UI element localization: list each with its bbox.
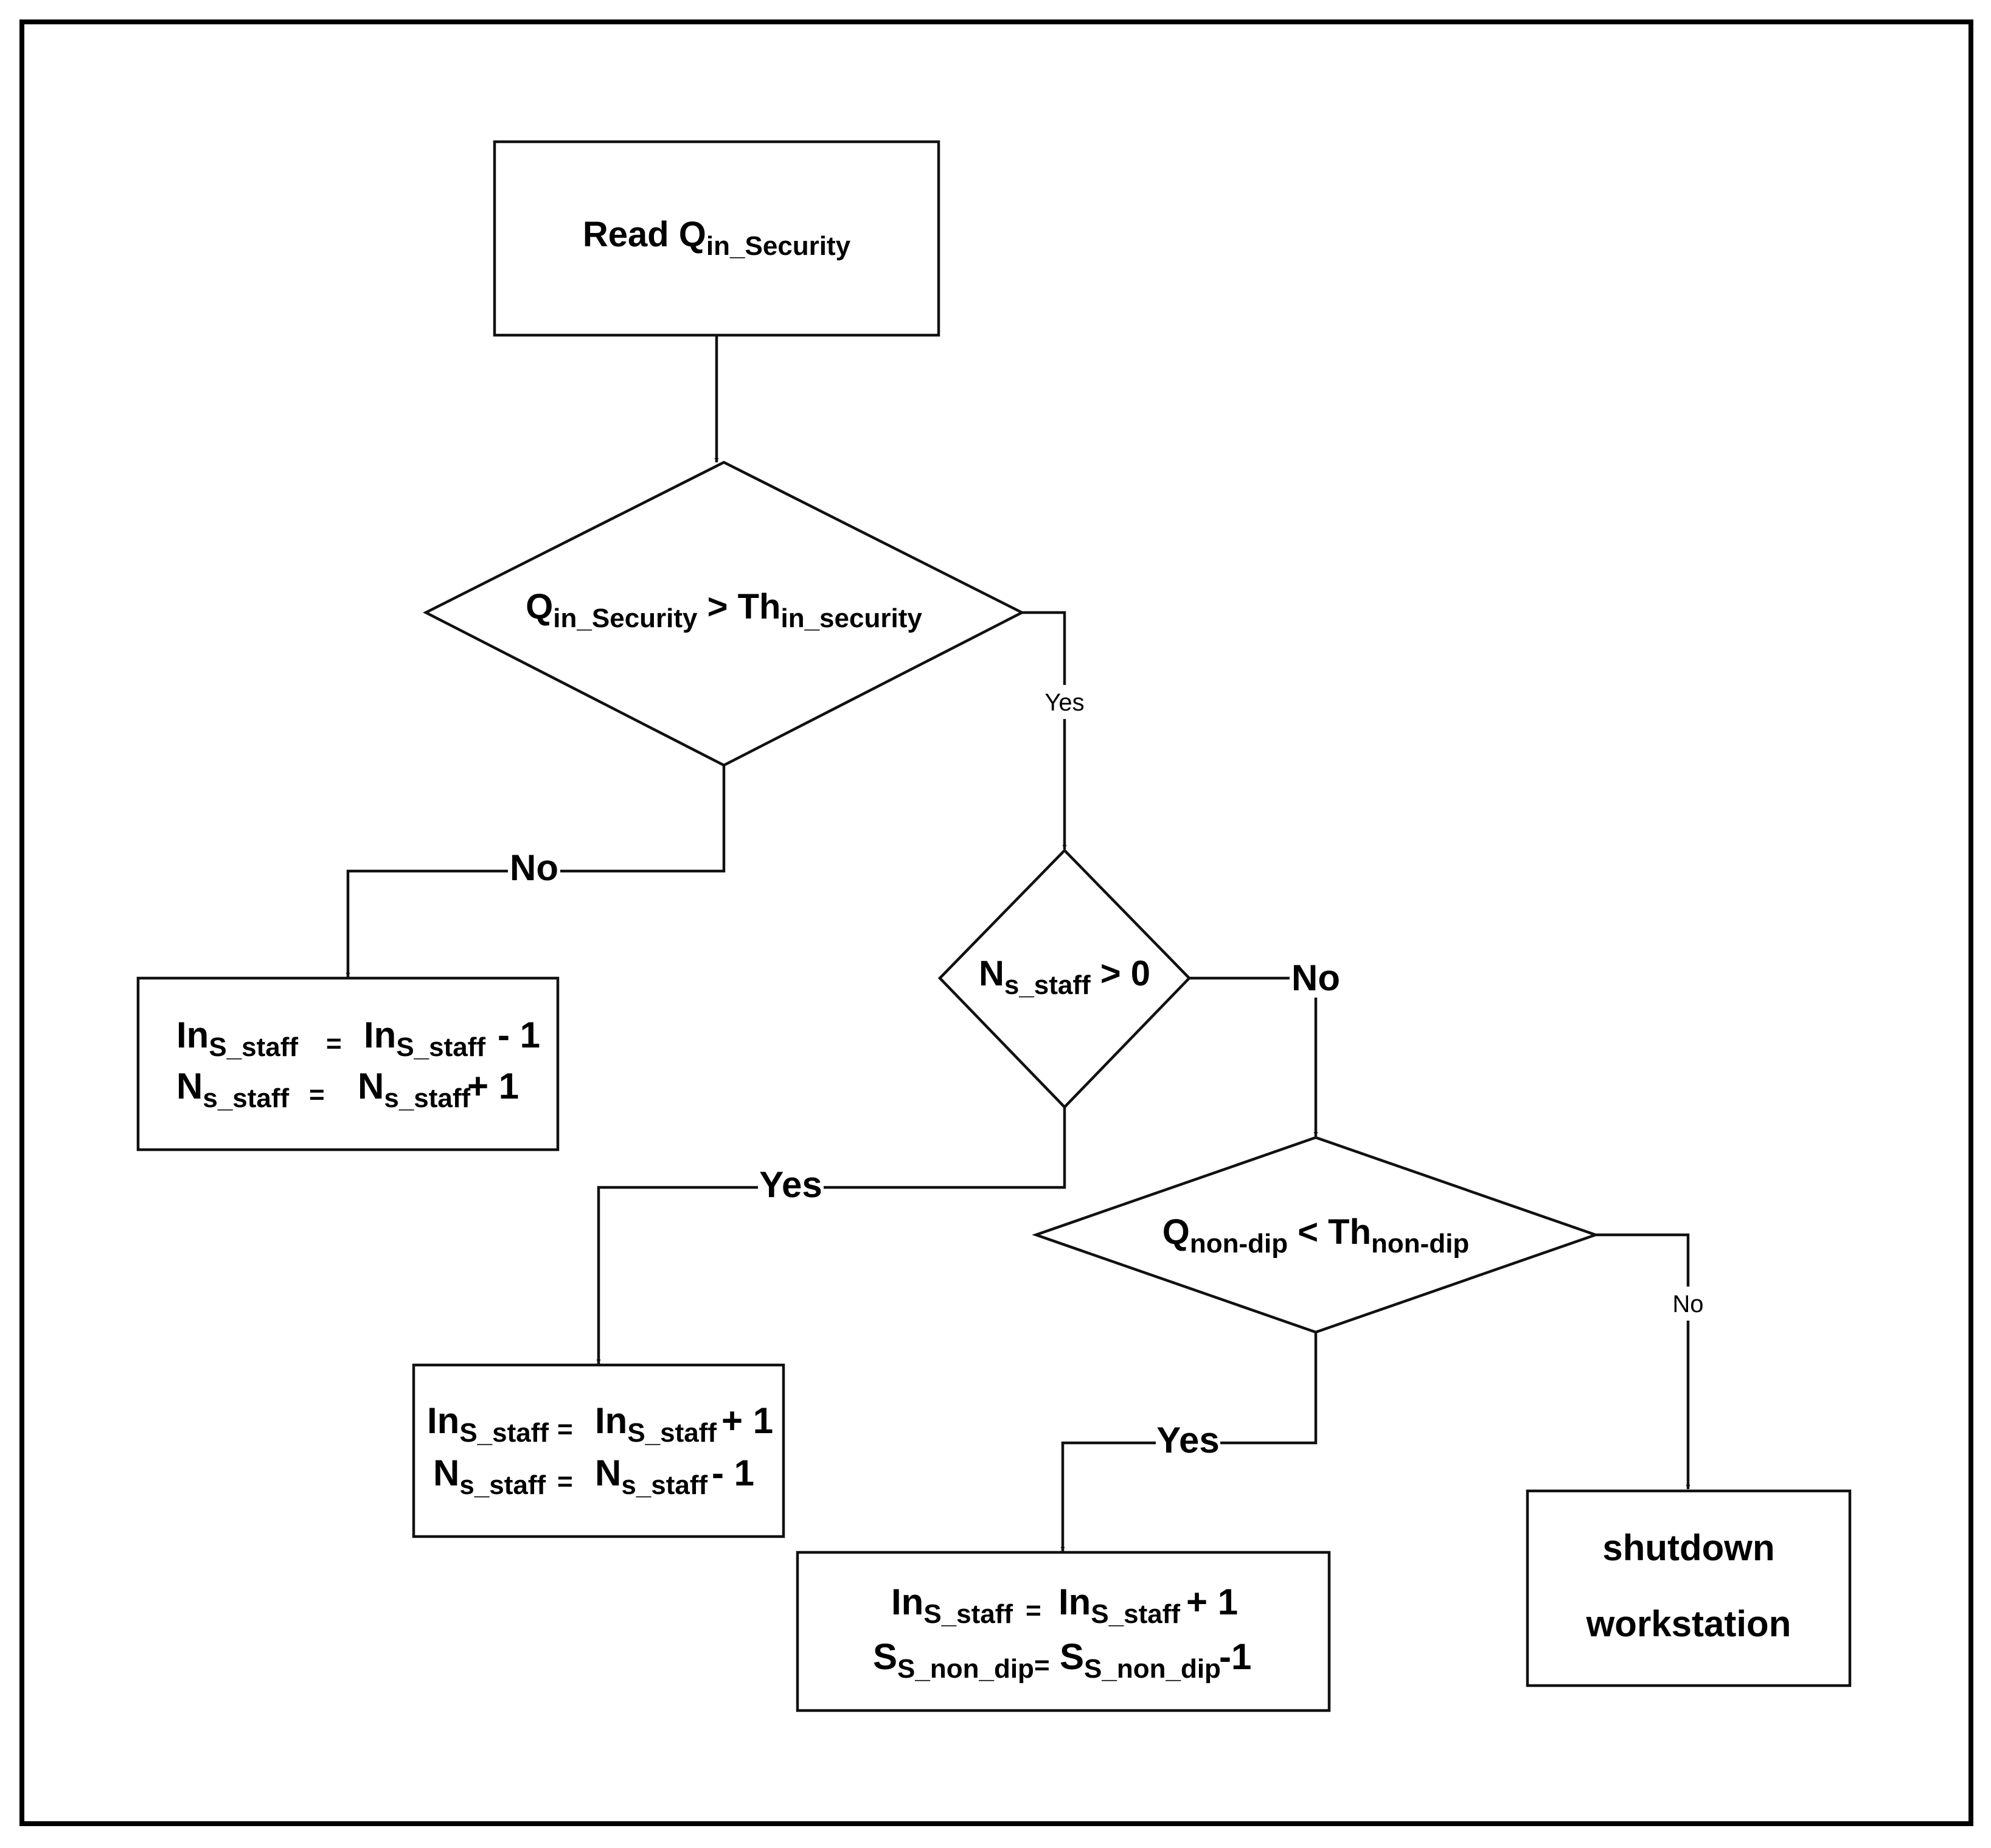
box-yes-staff-line1: InS_staff=InS_staff+ 1 [427,1400,773,1448]
edge-label-security-yes: Yes [1044,689,1084,716]
box-shutdown [1526,1489,1852,1687]
edge-label-security-no: No [510,847,558,888]
connector-staff-yes [596,1107,1066,1364]
box-yes-staff [412,1363,785,1538]
edge-label-nondip-no: No [1672,1291,1703,1318]
decision-security-text: Qin_Security > Thin_security [526,587,922,633]
connector-security-yes [1022,611,1067,849]
decision-staff [937,848,1192,1110]
box-yes-nondip-line1: InS_staff=InS_staff+ 1 [891,1582,1238,1629]
box-shutdown-line2: workstation [1586,1603,1791,1644]
box-shutdown-line1: shutdown [1602,1527,1774,1568]
decision-staff-text: Ns_staff > 0 [979,954,1150,1000]
decision-nondip [1032,1136,1600,1334]
edge-label-staff-yes: Yes [759,1164,822,1205]
box-no-security [136,976,560,1152]
connector-nondip-no [1596,1233,1690,1489]
decision-security [423,460,1025,767]
edge-label-staff-no: No [1291,957,1340,998]
edge-label-nondip-yes: Yes [1156,1420,1219,1461]
box-yes-nondip-line2: SS_non_dip=SS_non_dip-1 [873,1636,1251,1684]
box-yes-staff-line2: Ns_staff=Ns_staff- 1 [433,1453,754,1500]
start-box [493,140,940,337]
box-no-security-line1: InS_staff=InS_staff- 1 [176,1015,540,1062]
start-box-text: Read Qin_Security [583,215,851,261]
box-yes-nondip [796,1551,1331,1712]
box-no-security-line2: Ns_staff=Ns_staff+ 1 [176,1066,519,1113]
decision-nondip-text: Qnon-dip < Thnon-dip [1162,1212,1470,1259]
